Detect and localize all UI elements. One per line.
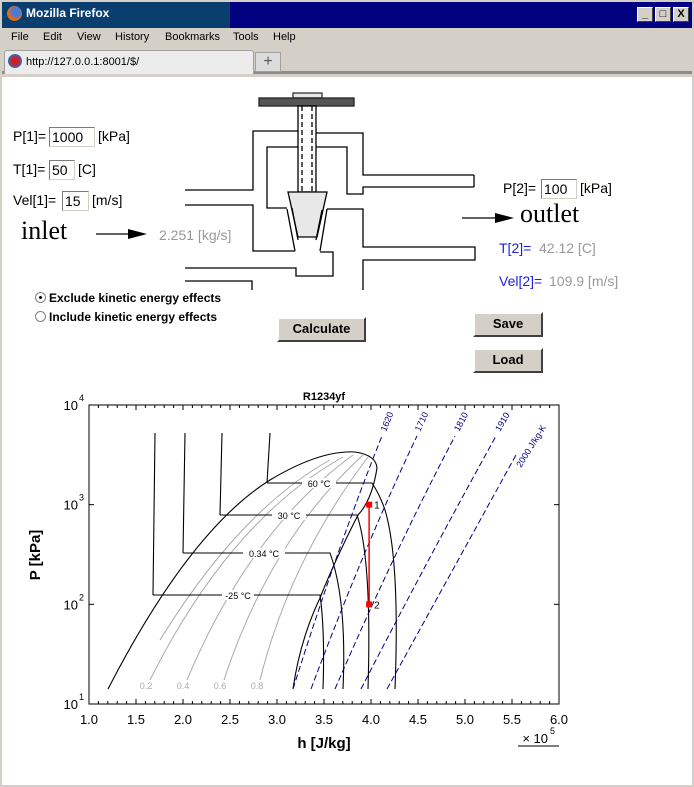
new-tab-button[interactable]: + bbox=[255, 52, 281, 72]
x-tick-label: 3.5 bbox=[315, 712, 333, 727]
tab-title[interactable]: http://127.0.0.1:8001/$/ bbox=[26, 56, 140, 68]
y-tick-label: 10 bbox=[64, 398, 78, 413]
t2-label: T[2]= bbox=[499, 240, 532, 256]
isotherm-label: 0.34 °C bbox=[249, 549, 280, 559]
page-favicon-icon bbox=[8, 54, 22, 68]
calculate-button[interactable]: Calculate bbox=[277, 317, 366, 342]
x-tick-label: 6.0 bbox=[550, 712, 568, 727]
exclude-ke-radio[interactable] bbox=[35, 292, 46, 303]
t1-input[interactable] bbox=[49, 160, 75, 180]
vel2-value: 109.9 [m/s] bbox=[549, 273, 619, 289]
p2-unit: [kPa] bbox=[580, 180, 612, 196]
x-tick-label: 5.5 bbox=[503, 712, 521, 727]
vel1-input[interactable] bbox=[62, 191, 89, 211]
p2-label: P[2]= bbox=[503, 180, 537, 196]
menu-bookmarks[interactable]: Bookmarks bbox=[165, 31, 221, 43]
valve-handle bbox=[258, 97, 355, 107]
x-multiplier-exp: 5 bbox=[550, 726, 555, 736]
vel1-unit: [m/s] bbox=[92, 192, 123, 208]
state-label: 1 bbox=[374, 501, 380, 512]
t1-label: T[1]= bbox=[13, 161, 46, 177]
state-label: 2 bbox=[374, 600, 380, 611]
y-tick-exp: 3 bbox=[79, 493, 84, 503]
isotherm-60 bbox=[267, 482, 397, 690]
throttling-valve-diagram bbox=[96, 92, 514, 290]
load-button[interactable]: Load bbox=[473, 348, 543, 373]
p1-label: P[1]= bbox=[13, 128, 47, 144]
vel2-label: Vel[2]= bbox=[499, 273, 543, 289]
menu-edit[interactable]: Edit bbox=[43, 31, 62, 43]
x-tick-label: 2.5 bbox=[221, 712, 239, 727]
x-tick-label: 3.0 bbox=[268, 712, 286, 727]
include-ke-radio[interactable] bbox=[35, 311, 46, 322]
y-tick-exp: 1 bbox=[79, 692, 84, 702]
isotherm-label: 30 °C bbox=[278, 511, 301, 521]
y-axis-label: P [kPa] bbox=[27, 530, 44, 581]
t2-value: 42.12 [C] bbox=[539, 240, 596, 256]
chart-title: R1234yf bbox=[303, 391, 346, 403]
x-axis-label: h [J/kg] bbox=[297, 735, 350, 752]
valve-cap bbox=[292, 92, 323, 99]
quality-label: 0.6 bbox=[214, 681, 227, 691]
isotherm-m25 bbox=[153, 594, 325, 690]
inlet-title: inlet bbox=[21, 216, 68, 245]
window-title: Mozilla Firefox bbox=[26, 6, 110, 20]
p1-unit: [kPa] bbox=[98, 128, 130, 144]
x-tick-label: 4.5 bbox=[409, 712, 427, 727]
quality-label: 0.4 bbox=[177, 681, 190, 691]
menu-help[interactable]: Help bbox=[273, 31, 296, 43]
browser-tab[interactable] bbox=[4, 50, 254, 74]
minimize-button[interactable]: _ bbox=[637, 7, 653, 22]
exclude-ke-label[interactable]: Exclude kinetic energy effects bbox=[49, 291, 222, 305]
x-tick-label: 5.0 bbox=[456, 712, 474, 727]
y-tick-exp: 4 bbox=[79, 393, 84, 403]
quality-label: 0.8 bbox=[251, 681, 264, 691]
title-bar bbox=[2, 2, 692, 28]
state-point bbox=[366, 601, 373, 608]
x-multiplier: × 10 bbox=[522, 731, 548, 746]
mass-flow-value: 2.251 [kg/s] bbox=[159, 227, 232, 243]
menu-file[interactable]: File bbox=[11, 31, 29, 43]
ph-diagram-chart: R1234yf 1.0 1.5 2.0 2.5 3.0 3.5 4.0 4.5 5.0 5.5 6.… bbox=[27, 391, 568, 752]
include-ke-label[interactable]: Include kinetic energy effects bbox=[49, 310, 218, 324]
isotherm-label: 60 °C bbox=[308, 479, 331, 489]
y-tick-exp: 2 bbox=[79, 592, 84, 602]
x-tick-label: 1.5 bbox=[127, 712, 145, 727]
x-tick-label: 2.0 bbox=[174, 712, 192, 727]
isotherm-0 bbox=[183, 552, 345, 690]
save-button[interactable]: Save bbox=[473, 312, 543, 337]
p2-input[interactable] bbox=[541, 179, 577, 199]
quality-label: 0.2 bbox=[140, 681, 153, 691]
y-tick-label: 10 bbox=[64, 498, 78, 513]
x-tick-label: 4.0 bbox=[362, 712, 380, 727]
state-point bbox=[366, 501, 373, 508]
y-tick-label: 10 bbox=[64, 697, 78, 712]
t1-unit: [C] bbox=[78, 161, 96, 177]
menu-tools[interactable]: Tools bbox=[233, 31, 259, 43]
y-tick-label: 10 bbox=[64, 597, 78, 612]
menu-history[interactable]: History bbox=[115, 31, 150, 43]
menu-bar bbox=[2, 28, 692, 48]
isotherm-label: -25 °C bbox=[225, 591, 251, 601]
maximize-button[interactable]: □ bbox=[655, 7, 671, 22]
isotherm-30 bbox=[220, 514, 370, 690]
outlet-arrow-icon bbox=[495, 213, 514, 223]
inlet-arrow-icon bbox=[128, 229, 147, 239]
valve-stem bbox=[297, 105, 317, 193]
menu-view[interactable]: View bbox=[77, 31, 101, 43]
firefox-logo-icon bbox=[7, 6, 22, 21]
p1-input[interactable] bbox=[49, 127, 95, 147]
vel1-label: Vel[1]= bbox=[13, 192, 57, 208]
x-tick-label: 1.0 bbox=[80, 712, 98, 727]
outlet-title: outlet bbox=[520, 199, 580, 228]
close-button[interactable]: X bbox=[673, 7, 689, 22]
isentropes bbox=[292, 435, 517, 690]
